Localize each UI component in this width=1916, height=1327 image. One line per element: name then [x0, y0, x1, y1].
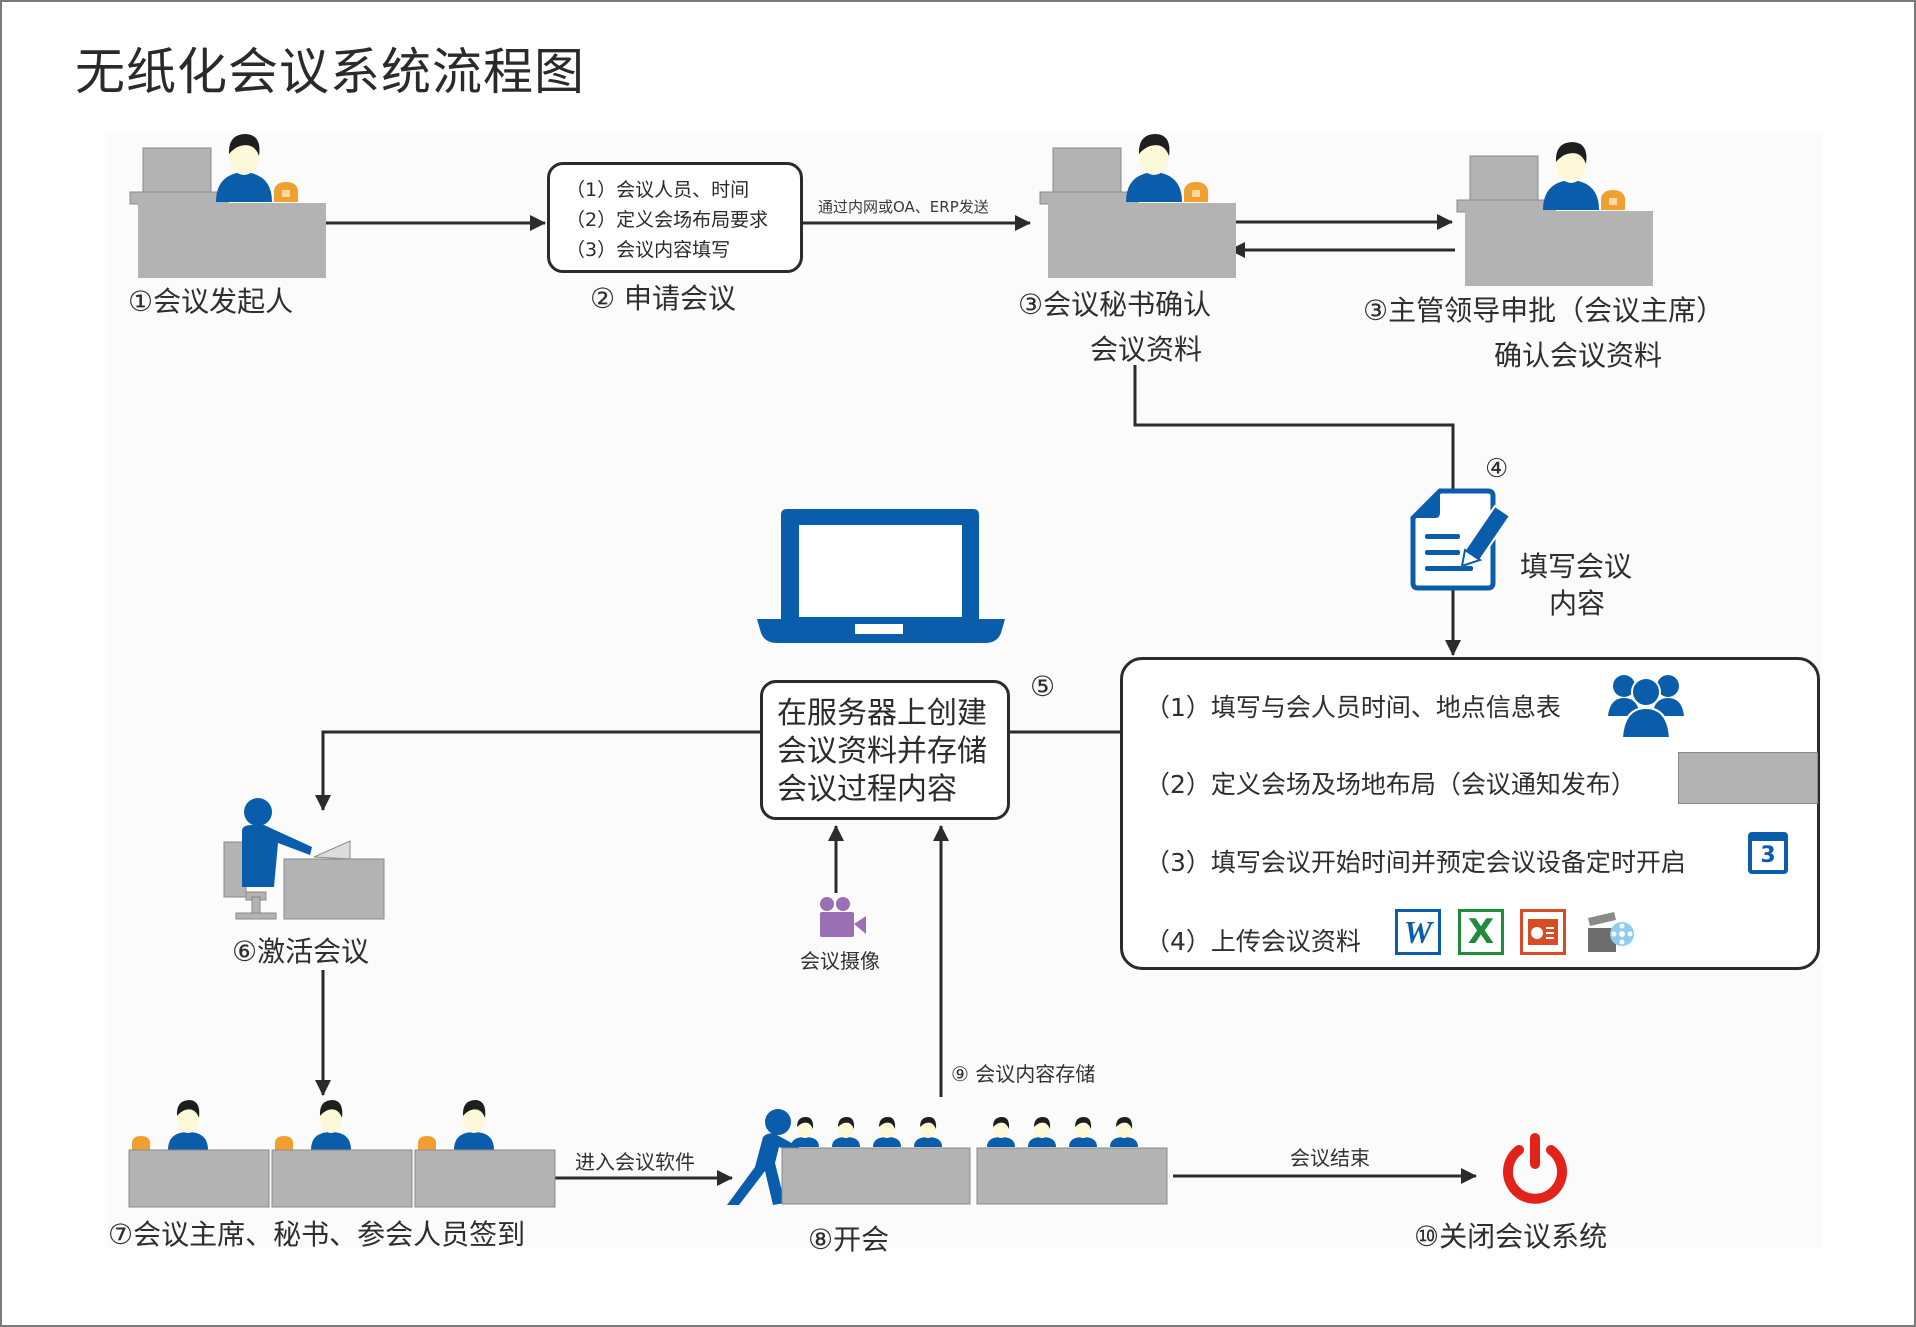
step-8-label: ⑧开会 — [808, 1223, 890, 1256]
users-icon — [1608, 675, 1684, 739]
step-3b-label-line1: ③主管领导申批（会议主席） — [1363, 294, 1725, 327]
meeting-content-box: （1）填写与会人员时间、地点信息表 （2）定义会场及场地布局（会议通知发布） （… — [1120, 657, 1820, 970]
step-6-label: ⑥激活会议 — [232, 935, 370, 968]
content-item-1: （1）填写与会人员时间、地点信息表 — [1145, 693, 1561, 722]
content-item-4: （4）上传会议资料 — [1145, 927, 1361, 956]
arrow-server-to-6 — [315, 730, 760, 811]
step-3b-label-line2: 确认会议资料 — [1494, 339, 1663, 372]
desk-person-icon-secretary — [1039, 134, 1236, 278]
server-box-line: 会议过程内容 — [777, 772, 957, 807]
server-box-line: 会议资料并存储 — [777, 734, 987, 769]
step-9-label: ⑨ 会议内容存储 — [951, 1062, 1096, 1086]
video-camera-icon — [820, 897, 866, 937]
apply-item: （1）会议人员、时间 — [566, 179, 750, 201]
apply-item: （2）定义会场布局要求 — [566, 209, 769, 231]
step-3a-label-line2: 会议资料 — [1090, 333, 1203, 366]
person-at-computer-icon — [223, 798, 385, 920]
sign-in-desks-icon — [128, 1100, 556, 1208]
step-4-number: ④ — [1485, 454, 1509, 484]
content-item-2: （2）定义会场及场地布局（会议通知发布） — [1145, 770, 1636, 799]
document-edit-icon — [1410, 488, 1512, 591]
connector-3-to-4 — [1133, 365, 1455, 490]
camera-label: 会议摄像 — [800, 949, 880, 973]
apply-item: （3）会议内容填写 — [566, 239, 731, 261]
desk-person-icon-initiator — [129, 134, 326, 278]
video-file-icon — [1588, 912, 1634, 952]
edge-label-meeting-end: 会议结束 — [1290, 1146, 1370, 1170]
desk-person-icon-leader — [1456, 142, 1653, 286]
page-title: 无纸化会议系统流程图 — [75, 43, 585, 101]
edge-label-send: 通过内网或OA、ERP发送 — [818, 198, 989, 216]
layout-placeholder-image — [1678, 752, 1818, 804]
meeting-in-progress-icon — [727, 1109, 1168, 1205]
calendar-icon: 3 — [1748, 832, 1788, 874]
step-3a-label-line1: ③会议秘书确认 — [1018, 288, 1212, 321]
seated-person — [132, 1100, 208, 1150]
step-5-number: ⑤ — [1030, 670, 1056, 703]
power-icon — [1503, 1133, 1567, 1204]
edge-label-enter-software: 进入会议软件 — [575, 1150, 695, 1174]
step-4-label-line1: 填写会议 — [1520, 550, 1633, 583]
apply-meeting-box: （1）会议人员、时间 （2）定义会场布局要求 （3）会议内容填写 — [547, 162, 803, 273]
step-4-label-line2: 内容 — [1549, 587, 1606, 620]
laptop-icon — [757, 509, 1005, 643]
server-box-line: 在服务器上创建 — [777, 696, 987, 731]
excel-icon: X — [1458, 909, 1504, 955]
step-7-label: ⑦会议主席、秘书、参会人员签到 — [108, 1218, 526, 1251]
step-1-label: ①会议发起人 — [128, 285, 294, 318]
powerpoint-icon — [1520, 909, 1566, 955]
server-storage-box: 在服务器上创建 会议资料并存储 会议过程内容 — [760, 680, 1010, 820]
content-item-3: （3）填写会议开始时间并预定会议设备定时开启 — [1145, 848, 1686, 877]
word-icon: W — [1395, 909, 1441, 955]
step-2-label: ② 申请会议 — [590, 282, 737, 315]
step-10-label: ⑩关闭会议系统 — [1414, 1220, 1608, 1253]
